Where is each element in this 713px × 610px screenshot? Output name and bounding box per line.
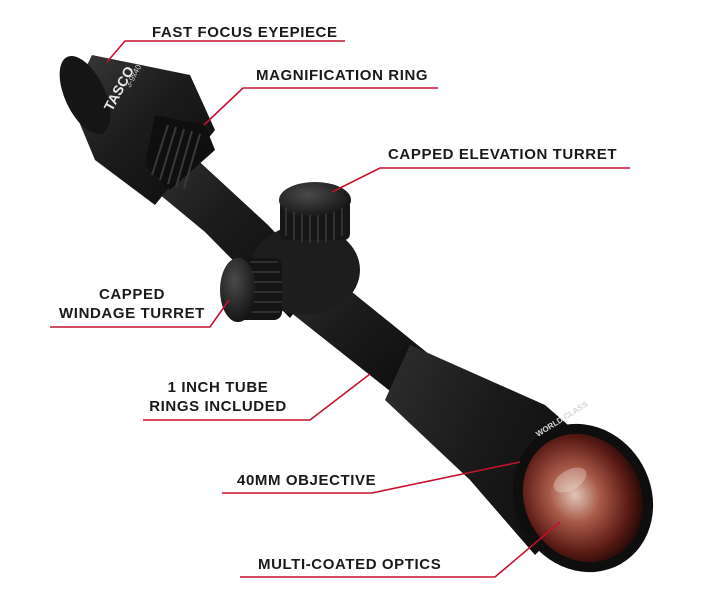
callout-magnification-ring: MAGNIFICATION RING <box>256 66 428 85</box>
callout-objective-40mm: 40MM OBJECTIVE <box>237 471 376 490</box>
windage-turret <box>220 258 282 322</box>
callout-leaders <box>50 40 630 578</box>
callout-capped-elevation-turret: CAPPED ELEVATION TURRET <box>388 145 617 164</box>
callout-fast-focus-eyepiece: FAST FOCUS EYEPIECE <box>152 23 338 42</box>
callout-label: WINDAGE TURRET <box>59 305 205 322</box>
eyepiece <box>59 55 215 205</box>
eyepiece-rear-lens <box>59 56 111 134</box>
callout-label: CAPPED ELEVATION TURRET <box>388 146 618 163</box>
callout-label: MULTI-COATED OPTICS <box>258 556 442 573</box>
callout-label: 1 INCH TUBE <box>167 379 269 396</box>
elevation-turret <box>279 182 351 243</box>
callout-label: CAPPED <box>98 286 166 303</box>
callout-capped-windage-turret: CAPPED WINDAGE TURRET <box>54 285 210 323</box>
objective-lens <box>512 423 654 573</box>
callout-label: MAGNIFICATION RING <box>256 67 429 84</box>
callout-label: RINGS INCLUDED <box>149 398 287 415</box>
callout-one-inch-tube: 1 INCH TUBE RINGS INCLUDED <box>143 378 293 416</box>
callout-multi-coated-optics: MULTI-COATED OPTICS <box>258 555 441 574</box>
callout-label: 40MM OBJECTIVE <box>237 472 377 489</box>
callout-label: FAST FOCUS EYEPIECE <box>152 24 338 41</box>
